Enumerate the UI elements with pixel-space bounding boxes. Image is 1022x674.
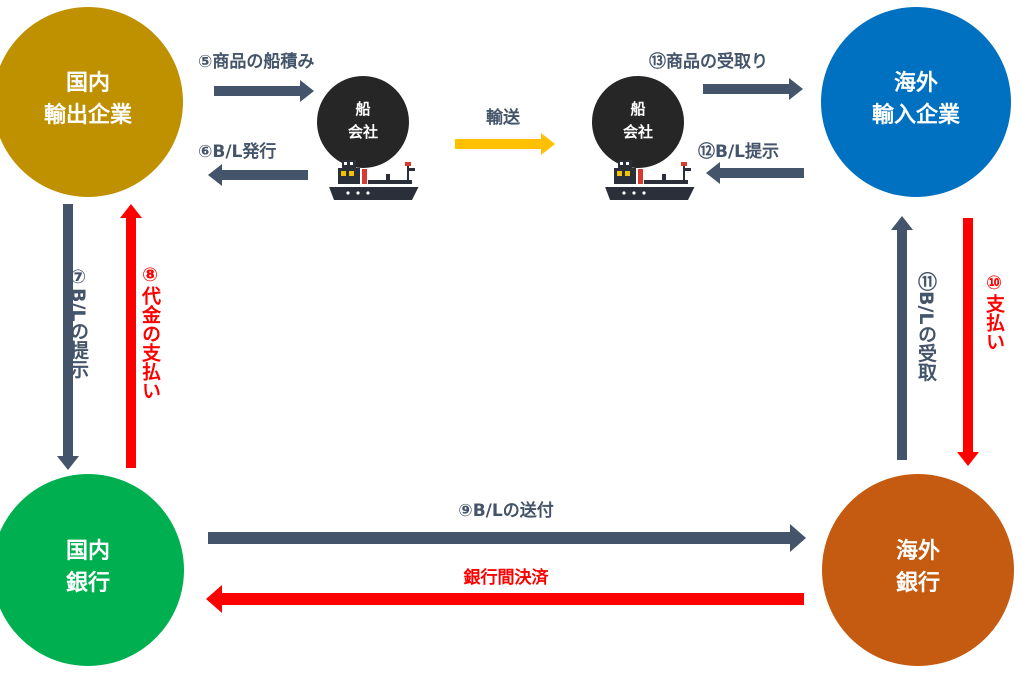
label-step12-present-bl: ⑫B/L提示 <box>698 141 779 162</box>
node-shipping-company-left-line2: 会社 <box>348 123 378 141</box>
arrow-transport <box>455 133 555 155</box>
label-transport: 輸送 <box>486 107 521 128</box>
arrow-interbank-settlement <box>206 585 804 613</box>
node-domestic-bank-line1: 国内 <box>66 539 110 564</box>
node-domestic-bank-line2: 銀行 <box>66 570 110 596</box>
node-shipping-company-left: 船 会社 <box>317 76 409 168</box>
node-domestic-exporter: 国内 輸出企業 <box>0 7 183 197</box>
label-interbank-settlement: 銀行間決済 <box>464 567 550 588</box>
node-domestic-bank: 国内 銀行 <box>0 474 184 666</box>
arrow-present-bl-bank <box>57 204 79 470</box>
arrow-ship-goods <box>214 80 314 102</box>
node-overseas-importer: 海外 輸入企業 <box>821 7 1011 197</box>
arrow-receive-goods <box>703 78 803 100</box>
node-shipping-company-right-line1: 船 <box>630 100 645 118</box>
node-overseas-bank-line1: 海外 <box>896 538 940 564</box>
arrow-issue-bl <box>208 164 308 186</box>
node-domestic-exporter-line1: 国内 <box>66 71 110 96</box>
node-overseas-bank: 海外 銀行 <box>822 474 1014 666</box>
label-step11-receive-bl: ⑪B/Lの受取 <box>915 271 937 383</box>
label-step5-ship-goods: ⑤商品の船積み <box>198 51 314 72</box>
label-step7-present-bl: ⑦B/Lの提示 <box>67 266 89 379</box>
node-shipping-company-right-line2: 会社 <box>623 123 653 141</box>
arrow-send-bl <box>208 524 806 552</box>
arrow-present-bl-importer <box>706 162 804 184</box>
label-step10-payment: ⑩支払い <box>983 272 1006 351</box>
node-shipping-company-right: 船 会社 <box>592 76 684 168</box>
arrow-receive-bl <box>891 216 913 460</box>
node-domestic-exporter-line2: 輸出企業 <box>44 102 133 128</box>
node-shipping-company-left-line1: 船 <box>355 100 370 118</box>
label-step13-receive-goods: ⑬商品の受取り <box>649 51 768 72</box>
node-overseas-importer-line1: 海外 <box>894 70 938 96</box>
label-step9-send-bl: ⑨B/Lの送付 <box>458 500 553 521</box>
node-overseas-bank-line2: 銀行 <box>896 570 940 596</box>
node-overseas-importer-line2: 輸入企業 <box>872 102 961 128</box>
arrow-importer-payment <box>957 218 979 466</box>
arrow-payment-to-exporter <box>120 204 142 468</box>
label-step8-payment: ⑧代金の支払い <box>139 264 162 400</box>
label-step6-issue-bl: ⑥B/L発行 <box>198 141 276 162</box>
